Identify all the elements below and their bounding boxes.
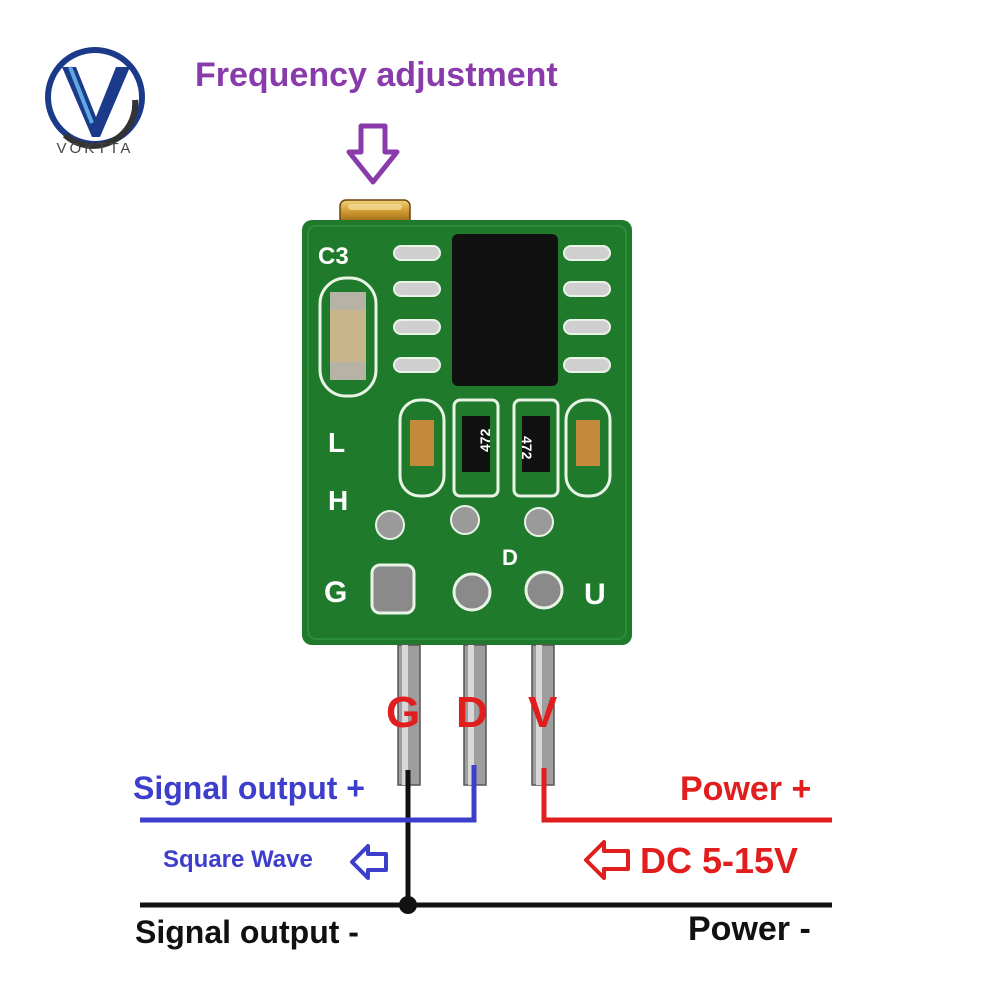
pin-label-d: D	[456, 688, 488, 737]
silk-r2: 472	[519, 436, 535, 460]
down-arrow-icon	[346, 123, 400, 185]
voktta-logo	[45, 47, 145, 149]
silk-g: G	[324, 576, 347, 609]
signal-output-neg-label: Signal output -	[135, 914, 359, 950]
pin-label-v: V	[528, 688, 558, 737]
left-arrow-icon-red	[584, 840, 630, 880]
wiring-diagram	[140, 644, 832, 914]
silk-u: U	[584, 578, 606, 611]
logo-text: VOKTTA	[56, 140, 134, 157]
signal-output-pos-label: Signal output +	[133, 770, 365, 806]
silk-d: D	[502, 545, 518, 570]
dc-range-label: DC 5-15V	[640, 840, 799, 881]
header-pins	[397, 644, 555, 786]
power-pos-label: Power +	[680, 770, 812, 808]
oscillator-module-pcb: C3 L H G U D 472 472	[302, 220, 632, 645]
square-wave-label: Square Wave	[163, 846, 313, 873]
pin-label-g: G	[386, 688, 421, 737]
silk-c3: C3	[318, 243, 349, 270]
silk-h: H	[328, 485, 348, 516]
left-arrow-icon-blue	[350, 844, 388, 880]
frequency-adjustment-title: Frequency adjustment	[195, 56, 558, 94]
silk-r1: 472	[477, 428, 493, 452]
silk-l: L	[328, 427, 345, 458]
power-neg-label: Power -	[688, 910, 811, 948]
